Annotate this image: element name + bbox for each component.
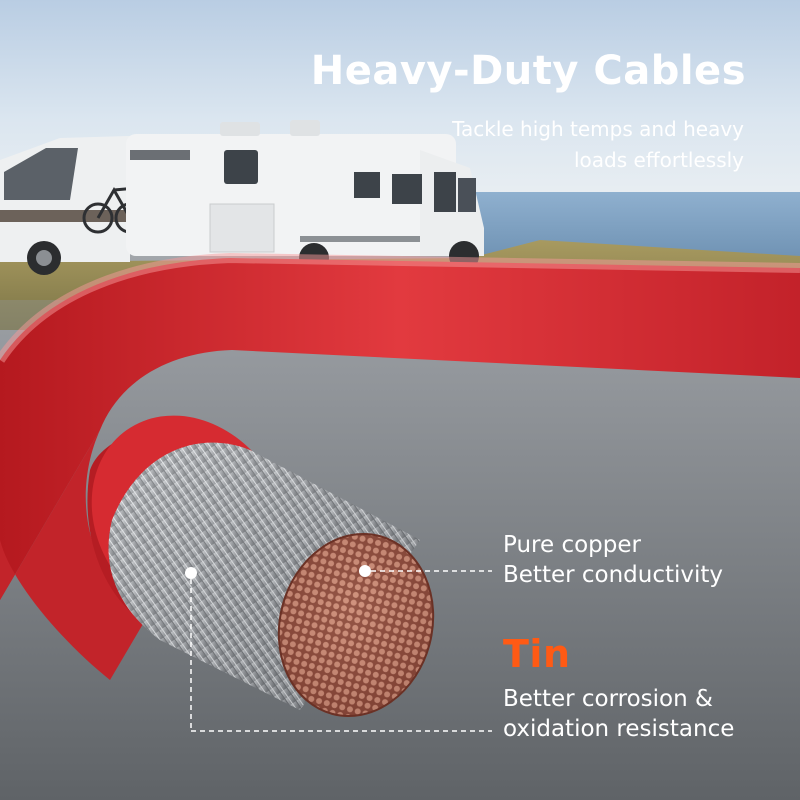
motorhome-back <box>0 136 130 275</box>
copper-core-face <box>277 532 435 718</box>
headline: Heavy-Duty Cables <box>310 48 746 94</box>
subheadline-line: loads effortlessly <box>574 148 744 172</box>
tin-callout-line: oxidation resistance <box>503 716 735 742</box>
tin-callout-marker <box>185 567 492 732</box>
copper-callout-label: Pure copper Better conductivity <box>503 530 723 590</box>
tin-callout-label: Better corrosion & oxidation resistance <box>503 684 734 744</box>
copper-callout-line: Pure copper <box>503 532 641 558</box>
tin-callout-title: Tin <box>503 632 571 676</box>
copper-callout-line: Better conductivity <box>503 562 724 588</box>
subheadline-line: Tackle high temps and heavy <box>452 117 744 141</box>
subheadline: Tackle high temps and heavy loads effort… <box>364 114 744 176</box>
copper-callout-marker <box>359 565 492 577</box>
tin-callout-line: Better corrosion & <box>503 686 713 712</box>
